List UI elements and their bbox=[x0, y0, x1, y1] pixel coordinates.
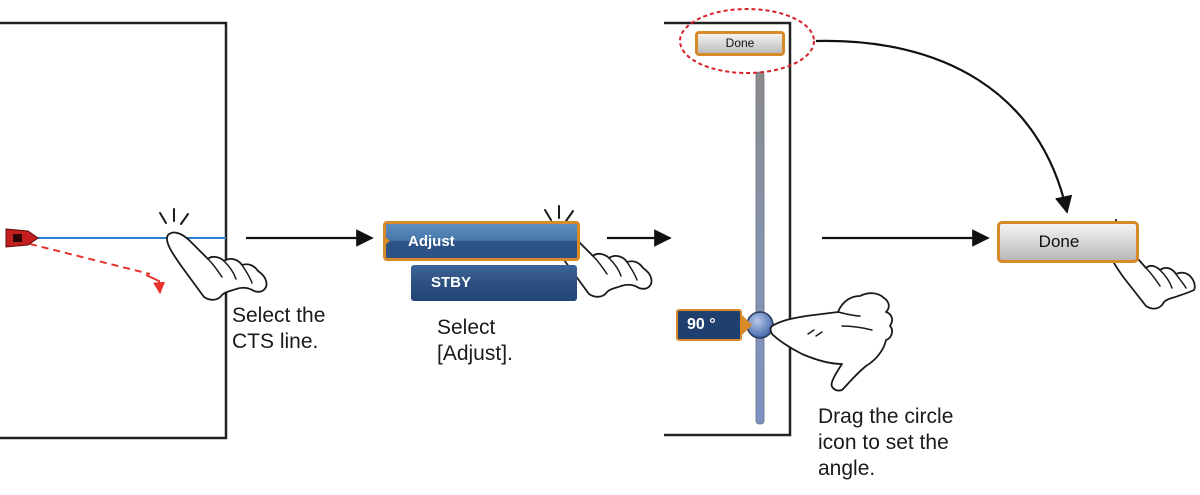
active-caret-icon bbox=[383, 235, 390, 247]
done-highlight-ellipse bbox=[679, 8, 815, 74]
tap-mark-icon bbox=[159, 208, 189, 225]
angle-value-label: 90 ° bbox=[687, 316, 716, 333]
angle-slider-track[interactable] bbox=[755, 71, 765, 425]
done-button-small[interactable]: Done bbox=[695, 31, 785, 56]
course-dashed-line bbox=[29, 243, 151, 275]
boat-icon bbox=[5, 228, 39, 248]
adjust-menu-item[interactable]: Adjust bbox=[383, 221, 580, 261]
course-turn-arrow bbox=[145, 274, 166, 295]
step1-caption: Select the CTS line. bbox=[232, 304, 326, 353]
pointing-hand-icon bbox=[769, 292, 893, 392]
step1-screen bbox=[0, 21, 228, 440]
step3-caption: Drag the circle icon to set the angle. bbox=[818, 405, 954, 480]
step2-caption: Select [Adjust]. bbox=[437, 316, 513, 365]
done-button[interactable]: Done bbox=[997, 221, 1139, 263]
tap-mark-icon bbox=[544, 205, 574, 222]
badge-pointer-icon bbox=[742, 315, 752, 335]
pointing-hand-icon bbox=[159, 208, 268, 301]
done-label-small: Done bbox=[725, 36, 755, 50]
flow-arrow-done bbox=[815, 39, 1073, 214]
stby-label: STBY bbox=[431, 274, 472, 291]
done-label: Done bbox=[1038, 232, 1080, 251]
step3-screen bbox=[664, 8, 815, 437]
stby-menu-item[interactable]: STBY bbox=[411, 265, 577, 301]
angle-value-badge: 90 ° bbox=[676, 309, 742, 341]
adjust-label: Adjust bbox=[408, 233, 455, 250]
